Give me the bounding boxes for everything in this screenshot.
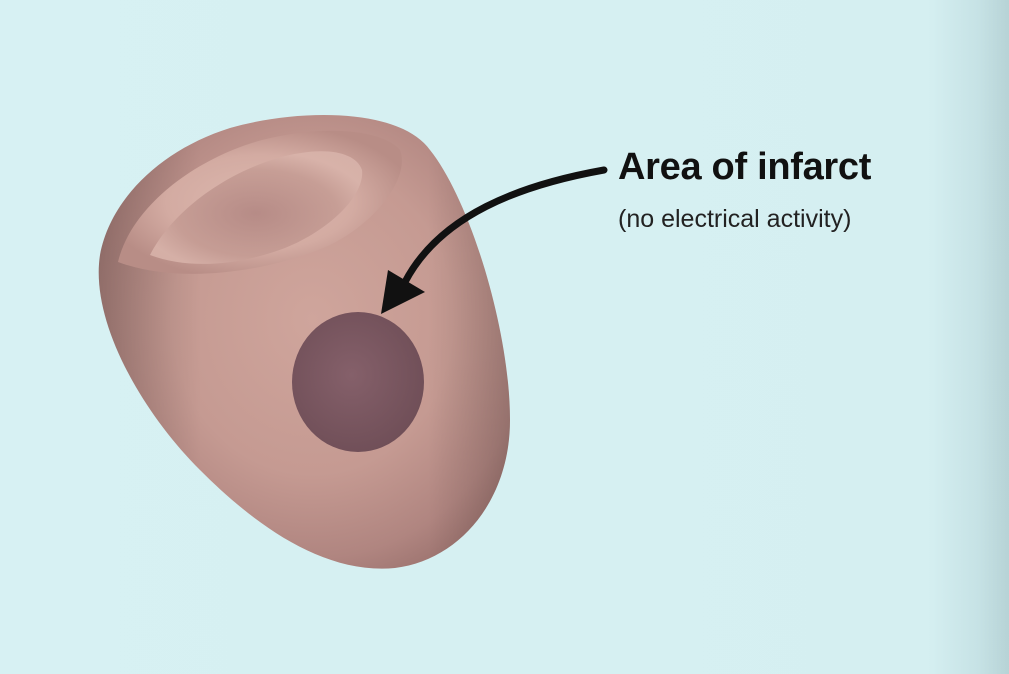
- annotation-title: Area of infarct: [618, 146, 871, 189]
- infarct-region-icon: [292, 312, 424, 452]
- annotation-subtitle: (no electrical activity): [618, 205, 851, 234]
